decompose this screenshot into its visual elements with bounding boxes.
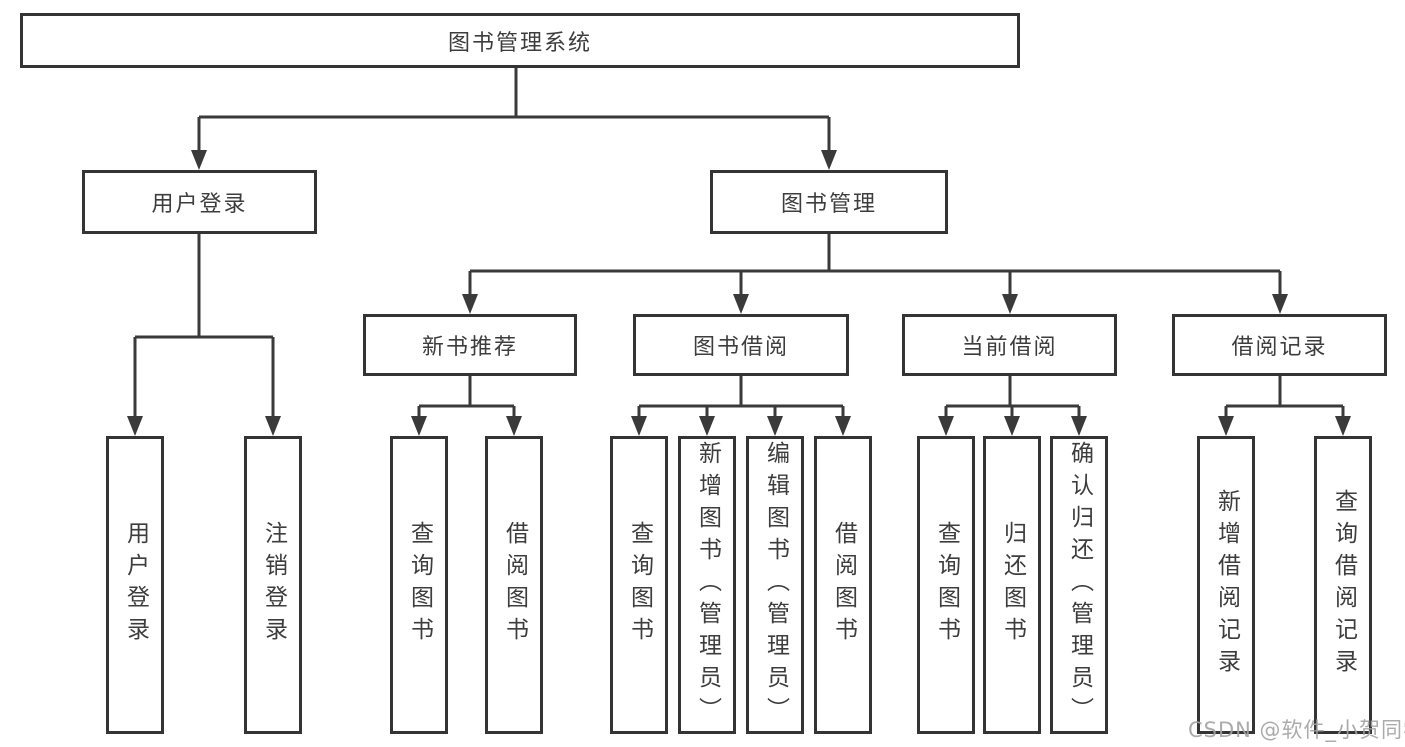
leaf-query-books-borrowing: 查询图书	[610, 436, 668, 734]
csdn-watermark: CSDN @软件_小贺同学	[1188, 718, 1405, 742]
connector-book-borrowing-to-leaves	[637, 376, 845, 418]
leaf-edit-book-admin-label: 编辑图书（管理员）	[762, 441, 789, 729]
leaf-user-login: 用户登录	[106, 436, 164, 734]
leaf-query-borrow-record-label: 查询借阅记录	[1330, 489, 1357, 681]
leaf-query-borrow-record: 查询借阅记录	[1314, 436, 1372, 734]
connector-borrowing-records-to-leaves	[1224, 376, 1345, 418]
leaf-user-login-label: 用户登录	[122, 521, 149, 649]
leaf-return-books: 归还图书	[983, 436, 1041, 734]
node-book-borrowing: 图书借阅	[633, 314, 849, 376]
leaf-query-books-current-label: 查询图书	[933, 521, 960, 649]
leaf-logout-label: 注销登录	[260, 521, 287, 649]
node-root-label: 图书管理系统	[447, 30, 592, 56]
leaf-logout: 注销登录	[244, 436, 302, 734]
node-borrowing-records: 借阅记录	[1172, 314, 1387, 376]
leaf-borrow-books-borrowing: 借阅图书	[814, 436, 872, 734]
leaf-add-borrow-record: 新增借阅记录	[1197, 436, 1255, 734]
node-book-borrowing-label: 图书借阅	[692, 335, 789, 360]
leaf-return-books-label: 归还图书	[999, 521, 1026, 649]
node-borrowing-records-label: 借阅记录	[1231, 335, 1328, 360]
connector-root-to-level2	[197, 68, 831, 152]
leaf-add-borrow-record-label: 新增借阅记录	[1213, 489, 1240, 681]
connector-current-borrowing-to-leaves	[944, 376, 1081, 418]
leaf-query-books-current: 查询图书	[917, 436, 975, 734]
node-current-borrowing-label: 当前借阅	[961, 335, 1058, 360]
node-new-book-recommend: 新书推荐	[363, 314, 577, 376]
leaf-confirm-return-admin-label: 确认归还（管理员）	[1066, 441, 1093, 729]
connector-user-login-to-leaves	[133, 234, 275, 418]
connector-book-management-to-level3	[468, 234, 1282, 296]
leaf-query-books-recommend-label: 查询图书	[406, 521, 433, 649]
node-root: 图书管理系统	[20, 13, 1020, 68]
node-user-login: 用户登录	[82, 170, 317, 234]
leaf-confirm-return-admin: 确认归还（管理员）	[1050, 436, 1108, 734]
leaf-borrow-books-recommend: 借阅图书	[485, 436, 543, 734]
leaf-borrow-books-borrowing-label: 借阅图书	[830, 521, 857, 649]
leaf-borrow-books-recommend-label: 借阅图书	[501, 521, 528, 649]
leaf-add-book-admin-label: 新增图书（管理员）	[694, 441, 721, 729]
connector-new-book-recommend-to-leaves	[417, 376, 516, 418]
node-book-management-label: 图书管理	[780, 192, 877, 217]
node-book-management: 图书管理	[710, 170, 948, 234]
node-new-book-recommend-label: 新书推荐	[421, 335, 518, 360]
leaf-add-book-admin: 新增图书（管理员）	[678, 436, 736, 734]
leaf-query-books-recommend: 查询图书	[390, 436, 448, 734]
leaf-edit-book-admin: 编辑图书（管理员）	[746, 436, 804, 734]
leaf-query-books-borrowing-label: 查询图书	[626, 521, 653, 649]
node-current-borrowing: 当前借阅	[902, 314, 1117, 376]
node-user-login-label: 用户登录	[151, 192, 248, 217]
